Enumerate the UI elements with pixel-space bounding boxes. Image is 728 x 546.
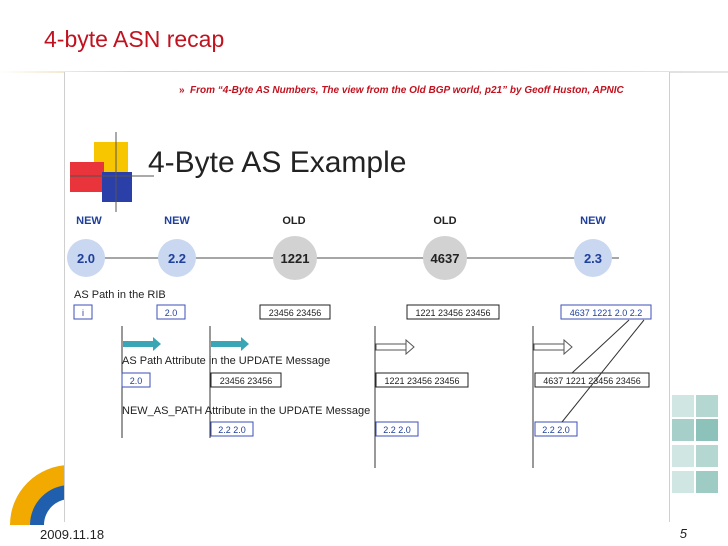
new-as-path-text: 2.2 2.0 [218,425,246,435]
corner-decoration-left [10,465,70,525]
source-citation: » From “4-Byte AS Numbers, The view from… [179,84,650,97]
node-type-label: OLD [433,215,456,227]
update-path-text: 23456 23456 [220,376,273,386]
node-type-label: NEW [164,215,190,227]
update-path-text: 1221 23456 23456 [384,376,459,386]
citation-text: From “4-Byte AS Numbers, The view from t… [190,85,624,96]
corner-decoration-right [672,395,718,493]
new-as-path-box [534,421,578,437]
propagation-arrow [211,337,249,351]
rib-path-text: 23456 23456 [269,308,322,318]
as-node-number: 1221 [281,251,310,266]
as-node-number: 2.3 [584,251,602,266]
as-node-circle [158,239,196,277]
propagation-arrow [123,337,161,351]
rib-path-box [406,304,500,320]
as-node-number: 4637 [431,251,460,266]
as-example-figure: 4-Byte AS Example NEW NEW OLD OLD NEW 2.… [67,132,652,468]
update-path-text: 4637 1221 23456 23456 [543,376,641,386]
update-path-text: 2.0 [130,376,143,386]
update-row-label: AS Path Attribute in the UPDATE Message [122,355,330,367]
as-node-circle [273,236,317,280]
rib-path-box [259,304,331,320]
rib-path-text: i [82,308,84,318]
new-as-path-row-label: NEW_AS_PATH Attribute in the UPDATE Mess… [122,405,370,417]
update-path-box [121,372,151,388]
page-number: 5 [679,526,687,541]
update-path-box [375,372,469,388]
propagation-arrow [533,338,573,356]
rib-path-text: 2.0 [165,308,178,318]
as-node-number: 2.0 [77,251,95,266]
as-node-number: 2.2 [168,251,186,266]
as-node-circle [67,239,105,277]
reconstruction-line [571,319,630,374]
new-as-path-text: 2.2 2.0 [542,425,570,435]
bullet-marker: » [179,85,185,96]
rib-path-box [156,304,186,320]
rib-path-text: 1221 23456 23456 [415,308,490,318]
rib-path-text: 4637 1221 2.0 2.2 [570,308,643,318]
as-node-circle [574,239,612,277]
update-path-box [534,372,650,388]
rib-row-label: AS Path in the RIB [74,289,166,301]
reconstruction-line [561,319,645,423]
footer-date: 2009.11.18 [40,527,105,542]
as-node-circle [423,236,467,280]
new-as-path-text: 2.2 2.0 [383,425,411,435]
figure-logo [70,132,154,212]
node-type-label: NEW [76,215,102,227]
rib-path-box [560,304,652,320]
rib-path-box [73,304,93,320]
slide-title: 4-byte ASN recap [44,26,225,52]
update-path-box [210,372,282,388]
new-as-path-box [210,421,254,437]
new-as-path-box [375,421,419,437]
embedded-slide [64,72,670,522]
figure-heading: 4-Byte AS Example [148,146,406,179]
node-type-label: NEW [580,215,606,227]
propagation-arrow [375,338,415,356]
node-type-label: OLD [282,215,305,227]
